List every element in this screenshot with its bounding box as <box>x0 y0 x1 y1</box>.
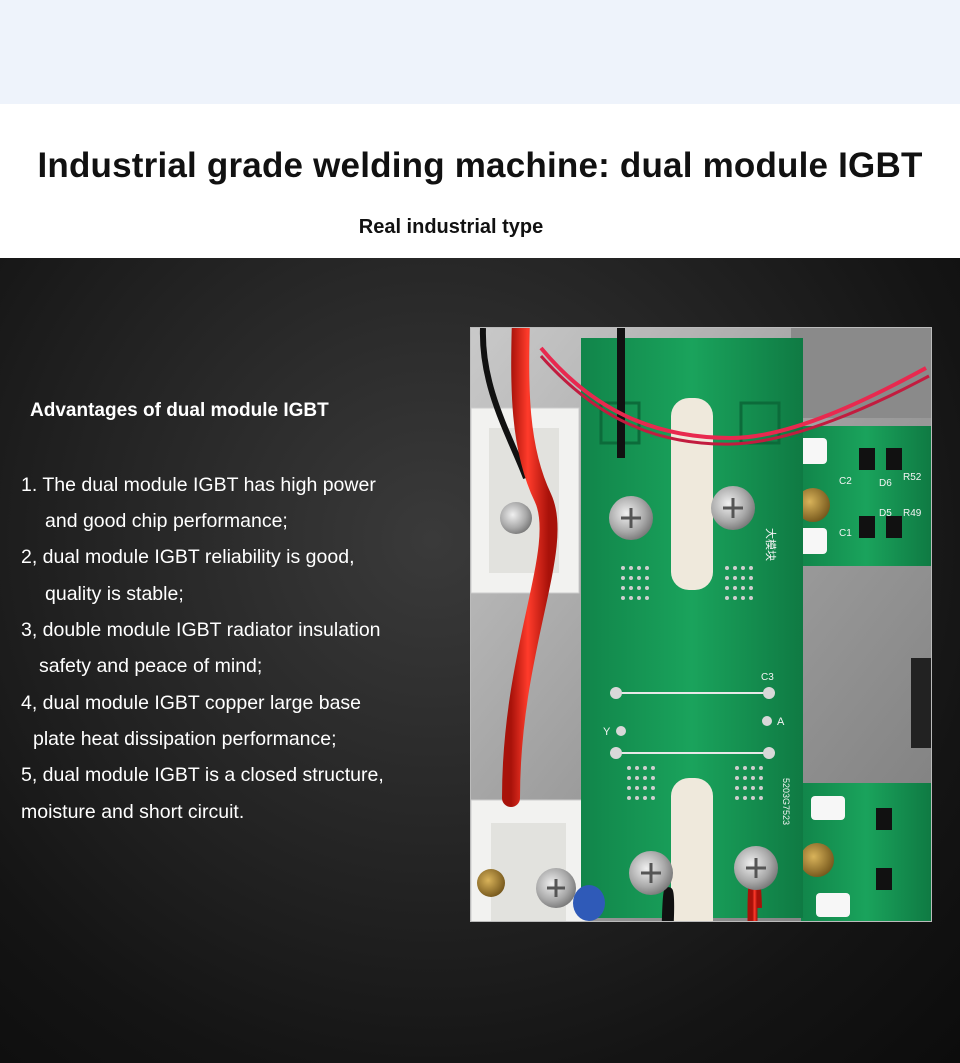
blue-capacitor <box>573 885 605 921</box>
label-serial: 5203G7523 <box>781 778 791 825</box>
label-d5: D5 <box>879 508 892 519</box>
label-chinese: 大模块 <box>764 528 778 561</box>
advantage-line: quality is stable; <box>45 583 184 605</box>
advantage-line: 1. The dual module IGBT has high power <box>21 474 376 496</box>
advantage-line: moisture and short circuit. <box>21 801 245 823</box>
advantage-line: 4, dual module IGBT copper large base <box>21 692 362 714</box>
twisted-wire <box>539 346 927 441</box>
label-r49: R49 <box>903 508 922 519</box>
advantage-line: safety and peace of mind; <box>39 655 263 677</box>
advantage-line: and good chip performance; <box>45 510 288 532</box>
advantages-heading: Advantages of dual module IGBT <box>30 400 329 421</box>
label-y: Y <box>603 726 611 738</box>
top-band <box>0 0 960 104</box>
label-r52: R52 <box>903 472 922 483</box>
red-wire <box>502 328 558 807</box>
advantage-line: 5, dual module IGBT is a closed structur… <box>21 764 384 786</box>
page-title: Industrial grade welding machine: dual m… <box>37 146 923 185</box>
header <box>0 104 960 258</box>
twisted-wire <box>539 355 930 446</box>
black-wire <box>479 328 529 480</box>
igbt-board-photo: R52 D6 D5 C2 C1 R49 C3 A Y 5203G7523 大模块 <box>470 327 932 922</box>
label-c3: C3 <box>761 672 774 683</box>
advantage-line: 3, double module IGBT radiator insulatio… <box>21 619 381 641</box>
label-c2: C2 <box>839 476 852 487</box>
label-a: A <box>777 716 785 728</box>
page-subtitle: Real industrial type <box>358 216 544 238</box>
advantage-line: plate heat dissipation performance; <box>33 728 337 750</box>
black-wire <box>661 887 675 921</box>
advantage-line: 2, dual module IGBT reliability is good, <box>21 546 355 568</box>
advantages-panel: Advantages of dual module IGBT 1. The du… <box>0 258 960 1063</box>
screw <box>500 502 532 534</box>
label-d6: D6 <box>879 478 892 489</box>
label-c1: C1 <box>839 528 852 539</box>
